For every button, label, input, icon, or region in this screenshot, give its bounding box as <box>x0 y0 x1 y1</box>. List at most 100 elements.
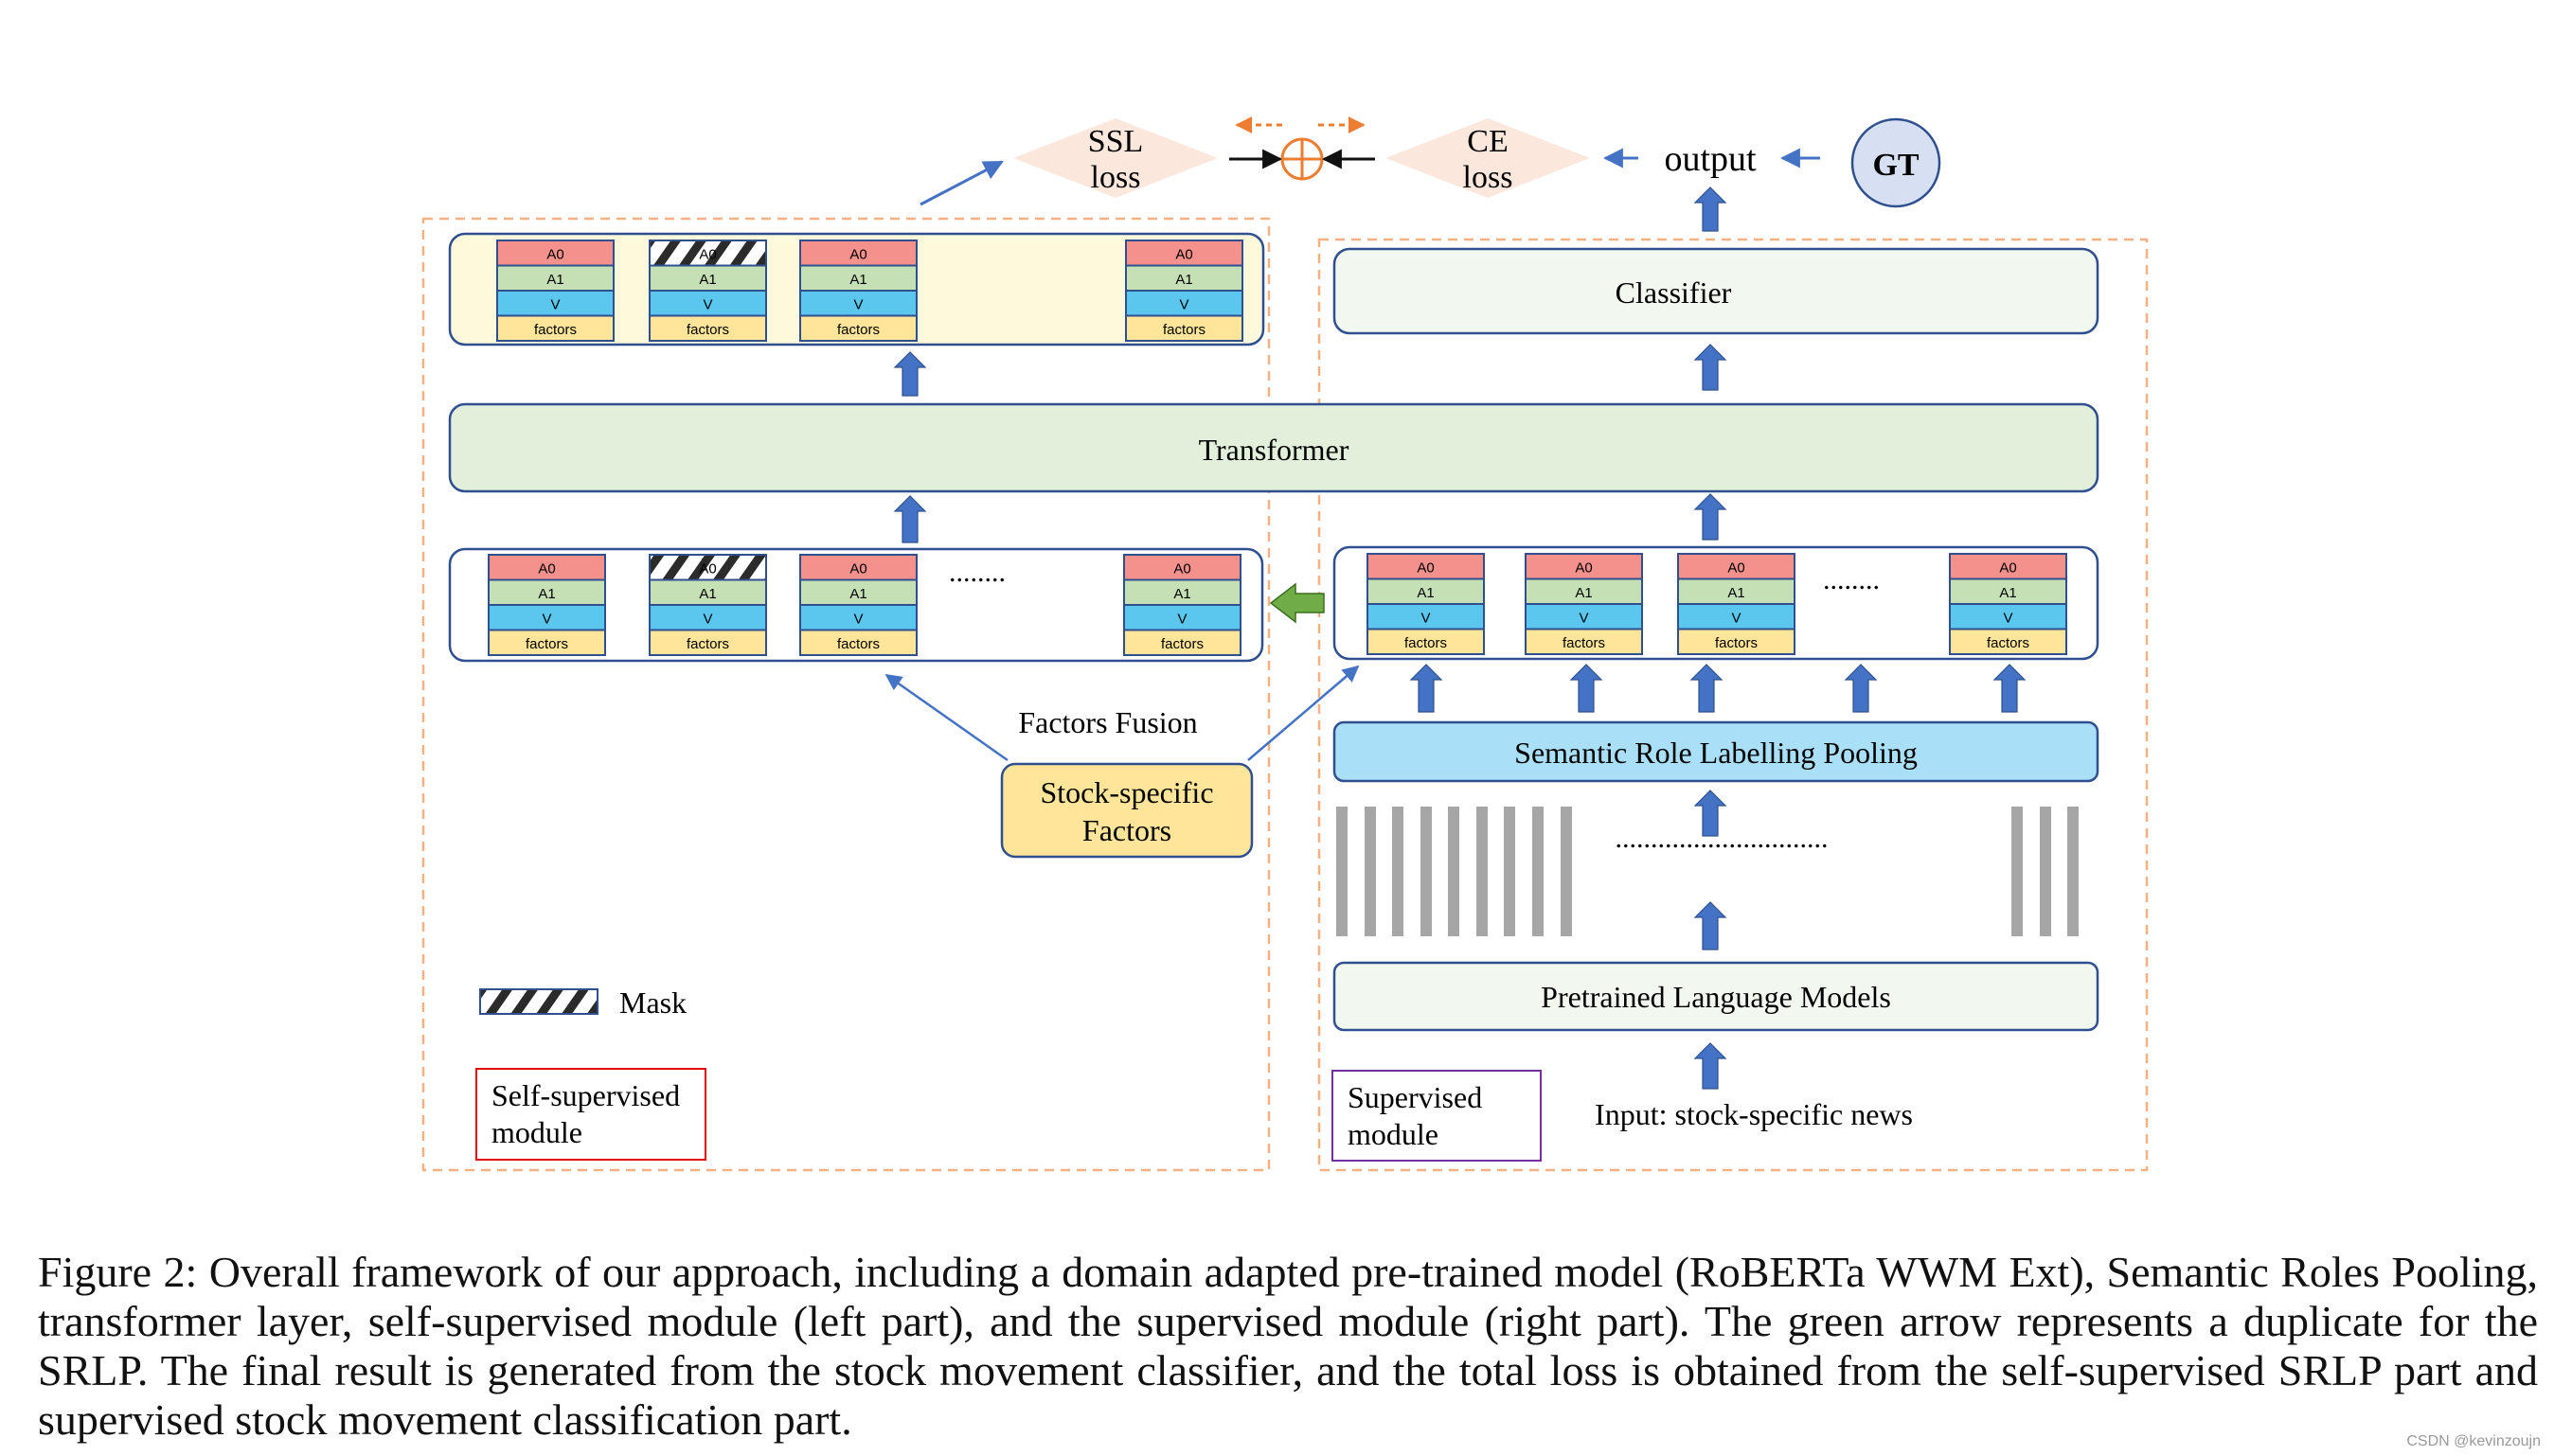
transformer-label: Transformer <box>1199 433 1349 467</box>
token-cell-factors <box>1366 628 1485 655</box>
token-cell-a1 <box>1525 577 1643 605</box>
token-embedding-bars <box>1336 807 2079 936</box>
token-label-a1: A1 <box>699 272 716 288</box>
token-cell-factors <box>649 629 767 656</box>
token-label-v: V <box>1177 612 1187 628</box>
token-label-a0: A0 <box>1575 560 1592 577</box>
token-label-factors: factors <box>687 322 729 338</box>
stock-factors-line1: Stock-specific <box>1040 775 1213 809</box>
up-arrow-icon <box>1409 664 1443 713</box>
token-cell-factors <box>649 314 767 342</box>
up-arrow-icon <box>1693 344 1727 391</box>
factors-to-left-arrow <box>884 673 1009 762</box>
token-cell-a0 <box>1949 553 2067 580</box>
token-cell-v <box>799 604 918 631</box>
token-cell-a0 <box>799 554 918 581</box>
up-arrow-icon <box>1693 901 1727 950</box>
token-cell-v <box>1949 603 2067 630</box>
token-cell-v <box>496 290 615 317</box>
token-label-a0: A0 <box>546 247 563 263</box>
token-cell-v <box>649 604 767 631</box>
supervised-line2: module <box>1348 1117 1438 1151</box>
token-cell-a0 <box>496 240 615 267</box>
token-label-factors: factors <box>1163 322 1206 338</box>
masked-tokens-row: A0A1VfactorsA0A1VfactorsA0A1VfactorsA0A1… <box>488 554 1241 656</box>
up-arrow-icon <box>1689 664 1724 713</box>
output-label: output <box>1664 139 1757 179</box>
token-label-a1: A1 <box>849 272 866 288</box>
embedding-bar <box>2067 807 2079 936</box>
up-arrow-icon <box>893 351 927 397</box>
token-cell-factors <box>1677 628 1795 655</box>
token-label-a0: A0 <box>1727 560 1744 577</box>
token-cell-factors <box>799 629 918 656</box>
left-ellipsis: ........ <box>949 557 1006 588</box>
token-cell-a0 <box>1125 240 1243 267</box>
module-to-ssl-arrow <box>920 160 1004 206</box>
stock-factors-line2: Factors <box>1082 813 1171 847</box>
up-arrow-icon <box>1693 186 1727 232</box>
token-label-v: V <box>2003 611 2012 627</box>
token-cell-v <box>1677 603 1795 630</box>
token-label-a0: A0 <box>1999 560 2016 577</box>
up-arrow-icon <box>1844 664 1878 713</box>
token-label-v: V <box>853 612 863 628</box>
input-label: Input: stock-specific news <box>1595 1097 1913 1131</box>
classifier-block <box>1332 247 2099 335</box>
token-cell-a1 <box>1949 577 2067 605</box>
token-label-a0: A0 <box>699 561 716 577</box>
token-label-factors: factors <box>837 636 880 652</box>
self-supervised-label-box <box>475 1068 706 1161</box>
up-arrow-icon <box>1569 664 1603 713</box>
plm-block <box>1332 961 2099 1032</box>
right-ellipsis: ........ <box>1823 564 1880 595</box>
token-label-a1: A1 <box>546 272 563 288</box>
embedding-bar <box>1336 807 1348 936</box>
up-arrow-icon <box>893 495 927 543</box>
token-label-factors: factors <box>1987 635 2029 651</box>
supervised-label-box <box>1331 1070 1542 1162</box>
token-label-v: V <box>1579 611 1588 627</box>
token-label-factors: factors <box>1404 635 1447 651</box>
token-cell-a1 <box>649 264 767 292</box>
up-arrow-icon <box>1693 493 1727 541</box>
token-label-factors: factors <box>687 636 729 652</box>
token-cell-factors <box>1525 628 1643 655</box>
token-cell-a1 <box>1677 577 1795 605</box>
token-label-a1: A1 <box>1575 585 1592 601</box>
token-cell-a0 <box>1677 553 1795 580</box>
srl-tokens-row: A0A1VfactorsA0A1VfactorsA0A1VfactorsA0A1… <box>1366 553 2067 655</box>
token-label-v: V <box>542 612 551 628</box>
gt-circle: GT <box>1850 117 1941 208</box>
mask-legend-swatch <box>479 988 598 1015</box>
token-cell-v <box>1123 604 1241 631</box>
token-label-a1: A1 <box>849 586 866 602</box>
ce-loss-line1: CE <box>1467 124 1508 159</box>
token-label-factors: factors <box>1563 635 1605 651</box>
token-label-a1: A1 <box>1999 585 2016 601</box>
mask-legend-label: Mask <box>619 985 687 1020</box>
token-cell-factors <box>496 314 615 342</box>
supervised-line1: Supervised <box>1348 1080 1482 1114</box>
token-label-v: V <box>1731 611 1741 627</box>
embedding-bar <box>1561 807 1572 936</box>
ssl-loss-line1: SSL <box>1088 124 1144 159</box>
self-supervised-frame <box>421 217 1271 1172</box>
embedding-bar <box>2040 807 2051 936</box>
gt-label: GT <box>1872 148 1919 183</box>
up-arrow-icon <box>1992 664 2027 713</box>
token-cell-a0 <box>799 240 918 267</box>
self-supervised-line2: module <box>491 1115 582 1149</box>
token-cell-factors <box>1123 629 1241 656</box>
sum-circle-icon <box>1280 137 1324 181</box>
token-label-factors: factors <box>837 322 880 338</box>
token-cell-a1 <box>496 264 615 292</box>
embedding-bar <box>1448 807 1459 936</box>
token-label-v: V <box>550 297 560 313</box>
